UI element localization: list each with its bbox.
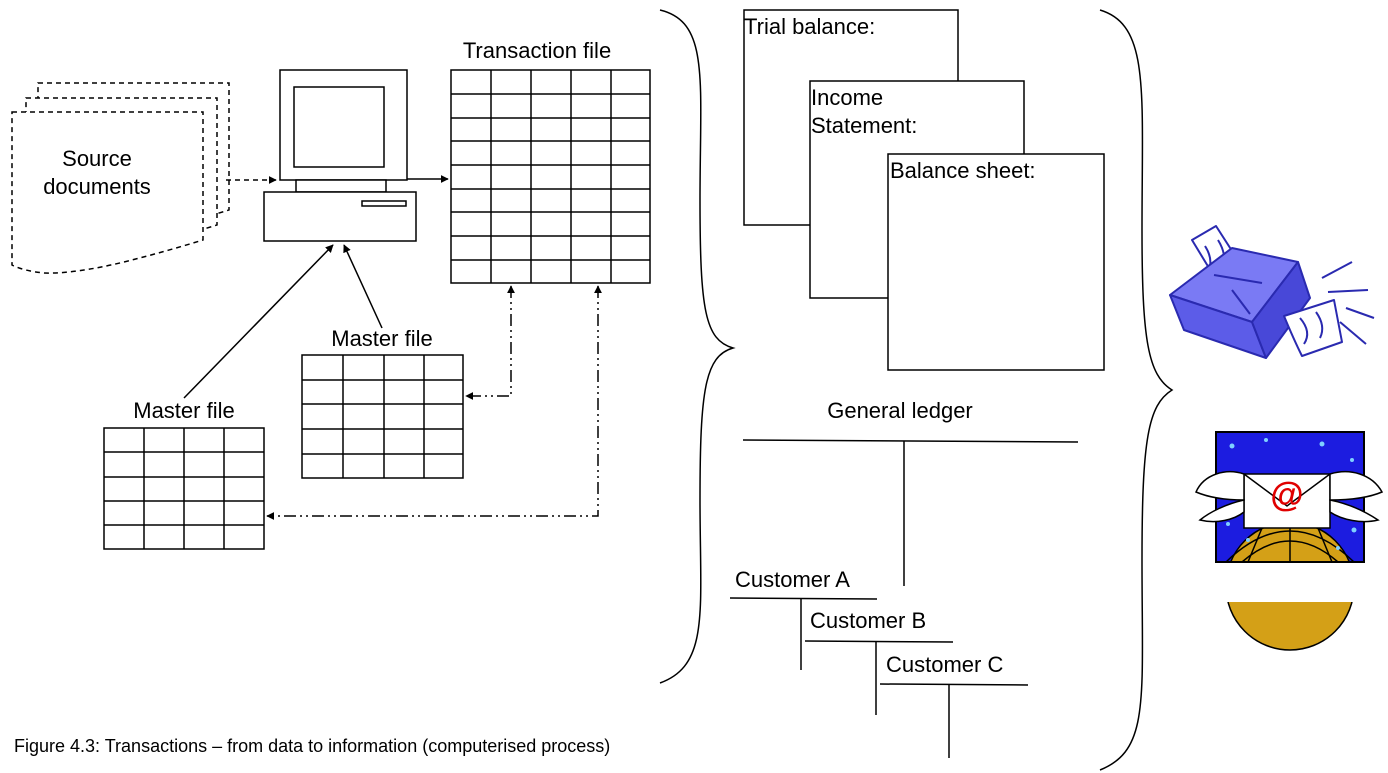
balance-sheet-label: Balance sheet: (890, 158, 1036, 183)
desktop-computer-icon (263, 69, 417, 242)
flying-email-icon: @ (1195, 431, 1384, 651)
email-at-symbol: @ (1270, 476, 1303, 514)
master-file-left-title: Master file (133, 398, 234, 423)
customer-c-label: Customer C (886, 652, 1003, 677)
trial-balance-label: Trial balance: (744, 14, 875, 39)
report-stack (743, 9, 1105, 371)
transaction-file-grid (450, 69, 651, 284)
general-ledger-title: General ledger (827, 398, 973, 423)
right-curly-brace (1099, 9, 1174, 771)
master-file-left-grid (103, 427, 265, 550)
income-statement-label-line2: Statement: (811, 113, 917, 138)
figure-caption: Figure 4.3: Transactions – from data to … (14, 736, 610, 756)
master-file-center-title: Master file (331, 326, 432, 351)
balance-sheet-document (887, 153, 1105, 371)
printer-icon (1169, 225, 1375, 359)
customer-a-t-account (729, 597, 878, 670)
left-curly-brace (659, 9, 736, 684)
customer-a-label: Customer A (735, 567, 850, 592)
customer-b-t-account (804, 640, 954, 715)
master-left-to-computer-arrow (183, 244, 334, 399)
general-ledger-t-account (742, 439, 1079, 586)
master-file-center-grid (301, 354, 464, 479)
source-documents-stack (11, 82, 230, 274)
transaction-master-links (266, 285, 602, 520)
customer-c-t-account (879, 683, 1029, 758)
transaction-file-title: Transaction file (463, 38, 611, 63)
customer-b-label: Customer B (810, 608, 926, 633)
source-documents-label-line1: Source (62, 146, 132, 171)
source-documents-label-line2: documents (43, 174, 151, 199)
income-statement-label-line1: Income (811, 85, 883, 110)
master-center-to-computer-arrow (343, 244, 383, 329)
